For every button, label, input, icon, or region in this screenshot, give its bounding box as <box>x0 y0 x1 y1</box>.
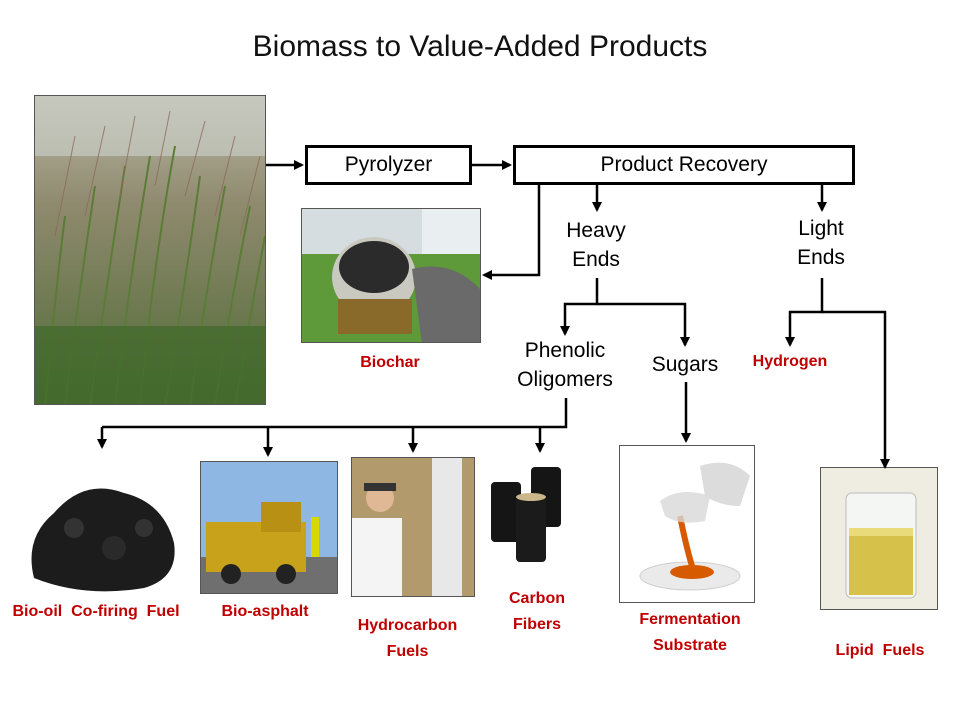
sugars-node: Sugars <box>651 353 719 376</box>
hydrocarbon-fuels-photo <box>351 457 475 597</box>
hydrogen-label: Hydrogen <box>752 353 828 370</box>
pyrolyzer-box: Pyrolyzer <box>305 145 472 185</box>
fermentation-substrate-label: Fermentation Substrate <box>639 611 741 654</box>
diagram-title: Biomass to Value-Added Products <box>252 30 708 63</box>
carbon-fibers-label: Carbon Fibers <box>509 590 565 633</box>
arrow-heavy-to-phenolic <box>560 278 599 336</box>
bio-oil-label: Bio-oil Co-firing Fuel <box>12 603 180 620</box>
hydrocarbon-fuels-label: Hydrocarbon Fuels <box>357 617 458 660</box>
bio-oil-photo <box>14 458 190 598</box>
arrow-light-to-hydrogen <box>785 278 824 347</box>
light-ends-node: Light Ends <box>797 217 845 269</box>
connector-phenolic-bus <box>102 398 568 429</box>
lipid-fuels-photo <box>820 467 938 610</box>
arrow-heavy-to-sugars <box>597 302 690 347</box>
arrow-light-to-lipid <box>822 310 890 469</box>
heavy-ends-node: Heavy Ends <box>566 219 626 271</box>
arrow-recovery-to-biochar <box>482 185 541 280</box>
fermentation-substrate-photo <box>619 445 755 603</box>
bio-asphalt-photo <box>200 461 338 594</box>
grass-photo <box>34 95 266 405</box>
biochar-label: Biochar <box>360 354 420 371</box>
product-recovery-box: Product Recovery <box>513 145 855 185</box>
phenolic-oligomers-node: Phenolic Oligomers <box>517 339 613 391</box>
biochar-photo <box>301 208 481 343</box>
bio-asphalt-label: Bio-asphalt <box>221 603 309 620</box>
carbon-fibers-photo <box>481 457 601 570</box>
lipid-fuels-label: Lipid Fuels <box>835 642 925 659</box>
